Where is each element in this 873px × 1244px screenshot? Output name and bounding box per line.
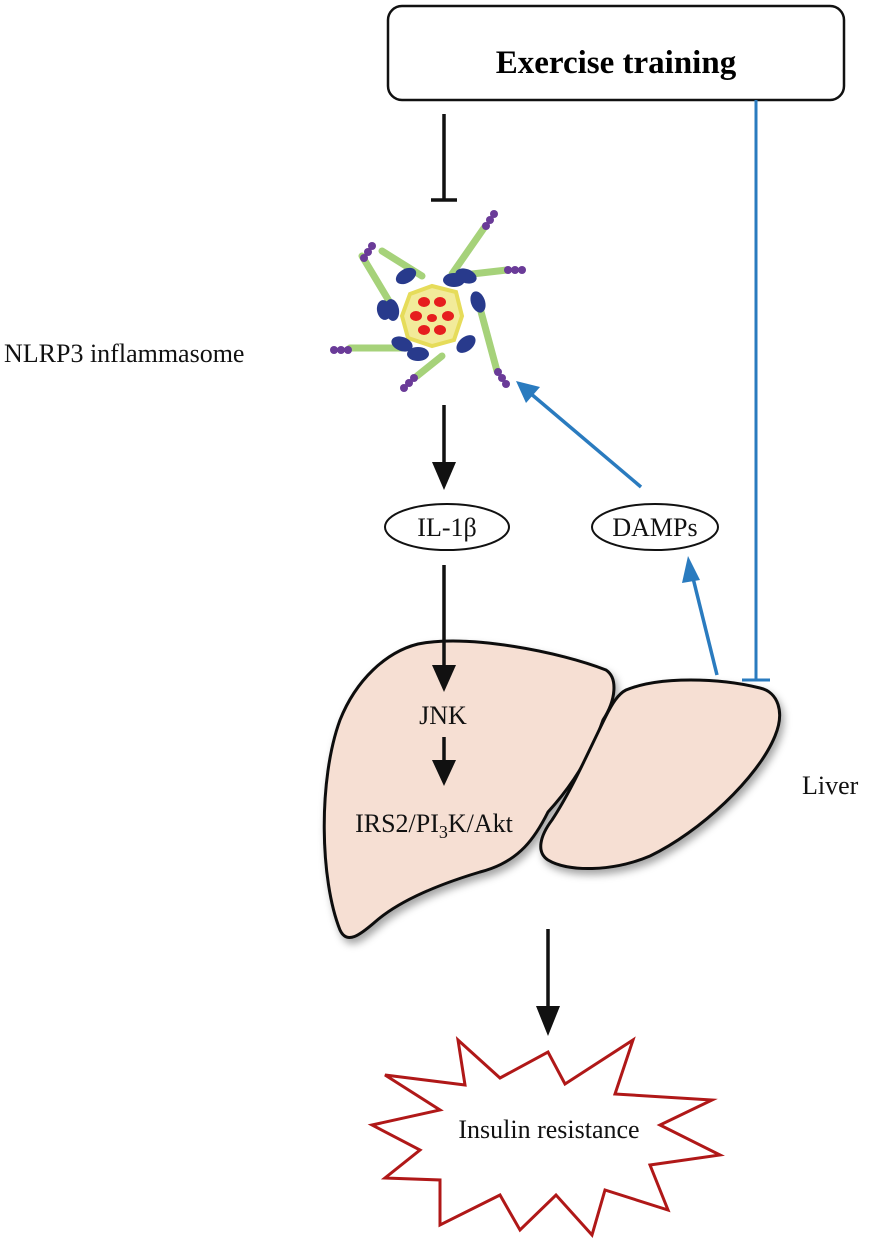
insulin-resistance-burst: Insulin resistance <box>367 1036 725 1239</box>
exercise-training-label: Exercise training <box>496 45 737 81</box>
jnk-label: JNK <box>419 701 467 730</box>
exercise-inhibits-inflammasome <box>431 114 457 202</box>
damps-node: DAMPs <box>591 503 719 551</box>
exercise-inhibits-liver <box>742 100 770 682</box>
nlrp3-inflammasome-graphic <box>330 210 526 392</box>
damps-label: DAMPs <box>612 513 697 542</box>
liver-graphic <box>322 639 782 939</box>
insulin-resistance-label: Insulin resistance <box>458 1115 639 1144</box>
exercise-training-box: Exercise training <box>386 4 846 102</box>
liver-to-insulin-resistance-arrow <box>536 929 560 1036</box>
il1b-node: IL-1β <box>384 503 510 551</box>
liver-label: Liver <box>802 771 859 800</box>
il1b-label: IL-1β <box>417 513 476 542</box>
nlrp3-inflammasome-label: NLRP3 inflammasome <box>4 339 244 368</box>
damps-to-inflammasome-arrow <box>516 381 643 489</box>
inflammasome-to-il1b-arrow <box>432 405 456 490</box>
irs2-pi3k-akt-label: IRS2/PI3K/Akt <box>355 809 514 842</box>
liver-to-damps-arrow <box>682 556 719 676</box>
jnk-to-irs2-arrow <box>432 737 456 786</box>
il1b-to-jnk-arrow <box>432 565 456 692</box>
